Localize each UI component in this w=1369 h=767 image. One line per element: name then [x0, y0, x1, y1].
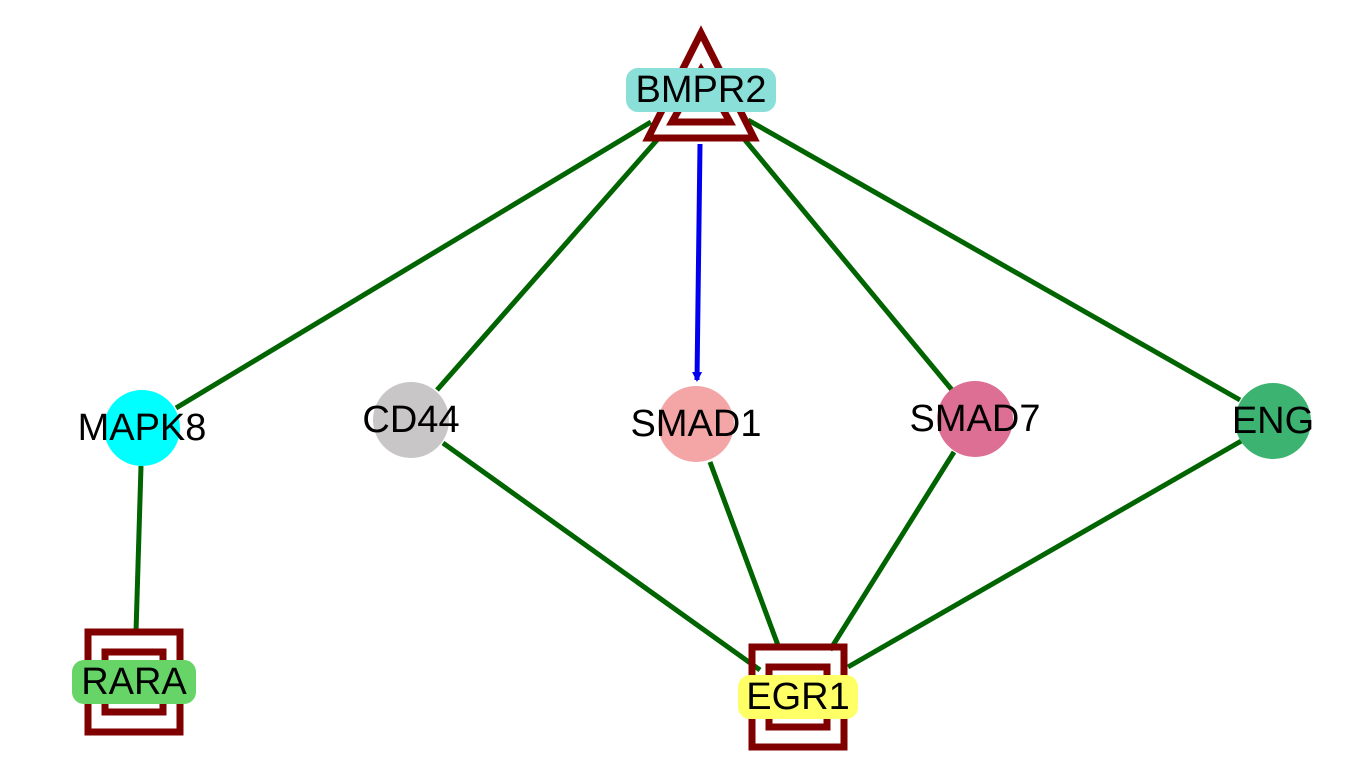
node-eng[interactable]: ENG: [1232, 383, 1314, 459]
node-label-bg-egr1: [738, 675, 858, 719]
node-label-bmpr2: BMPR2: [636, 69, 767, 111]
node-label-smad1: SMAD1: [631, 403, 762, 445]
node-circle-cd44: [373, 382, 449, 458]
node-mapk8[interactable]: MAPK8: [78, 390, 207, 466]
node-smad1[interactable]: SMAD1: [631, 386, 762, 462]
edge-eng-egr1: [846, 437, 1245, 670]
node-rara[interactable]: RARA: [72, 628, 196, 736]
edge-smad7-egr1: [827, 450, 957, 652]
node-label-cd44: CD44: [362, 399, 459, 441]
edge-bmpr2-smad1: [692, 143, 703, 382]
node-label-eng: ENG: [1232, 400, 1314, 442]
node-smad7[interactable]: SMAD7: [910, 381, 1041, 457]
node-egr1[interactable]: EGR1: [738, 643, 858, 751]
edge-bmpr2-cd44: [435, 138, 659, 392]
edge-mapk8-rara: [133, 465, 144, 633]
node-label-rara: RARA: [81, 661, 187, 703]
node-label-bg-rara: [72, 660, 196, 704]
edge-bmpr2-eng: [746, 117, 1242, 403]
node-circle-smad7: [937, 381, 1013, 457]
edge-bmpr2-mapk8: [174, 119, 653, 411]
node-label-smad7: SMAD7: [910, 398, 1041, 440]
node-label-bg-bmpr2: [626, 68, 776, 112]
node-bmpr2[interactable]: BMPR2: [626, 25, 776, 142]
node-circle-smad1: [658, 386, 734, 462]
node-label-mapk8: MAPK8: [78, 407, 207, 449]
node-circle-mapk8: [104, 390, 180, 466]
edge-bmpr2-smad7: [743, 138, 954, 392]
node-cd44[interactable]: CD44: [362, 382, 460, 458]
edge-cd44-egr1: [441, 440, 762, 673]
edges-layer: [133, 117, 1245, 673]
node-circle-eng: [1235, 383, 1311, 459]
node-label-egr1: EGR1: [746, 676, 849, 718]
edge-smad1-egr1: [707, 461, 782, 649]
